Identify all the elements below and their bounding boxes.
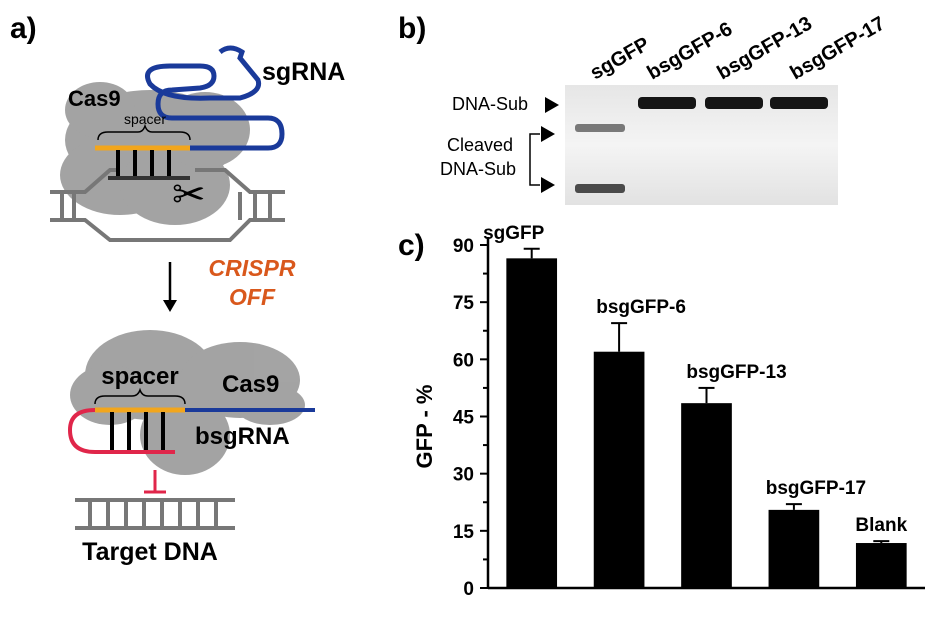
panel-a: a) (10, 12, 345, 566)
panel-b: b) sgGFP bsgGFP-6 bsgGFP-13 bsgGFP-17 DN… (398, 12, 889, 205)
band-bsggfp-17 (770, 97, 828, 109)
y-tick-label: 30 (453, 465, 474, 486)
y-tick-label: 90 (453, 236, 474, 257)
target-dna-label: Target DNA (82, 538, 218, 566)
cleaved-label-line2: DNA-Sub (440, 159, 516, 179)
transition-arrow (163, 262, 177, 312)
y-tick-label: 75 (453, 293, 475, 314)
base-pairs-bottom (110, 412, 165, 450)
cas9-label-bottom: Cas9 (222, 371, 279, 398)
panel-b-letter: b) (398, 12, 426, 45)
bar-label: sgGFP (483, 223, 545, 244)
dna-sub-label: DNA-Sub (452, 94, 528, 114)
sgrna-strand (145, 45, 285, 151)
band-sggfp-cleaved-top (575, 124, 625, 132)
bar (593, 351, 645, 588)
sgrna-label: sgRNA (262, 58, 345, 86)
band-bsggfp-13 (705, 97, 763, 109)
dna-sub-arrow (545, 97, 559, 113)
y-tick-label: 15 (453, 522, 475, 543)
y-axis-label: GFP - % (412, 385, 437, 469)
lane-label-sggfp: sgGFP (587, 33, 654, 84)
spacer-brace-bottom (94, 387, 186, 405)
y-tick-label: 0 (463, 579, 474, 600)
target-dna-top (50, 168, 285, 242)
bar (768, 509, 820, 588)
panel-a-letter: a) (10, 12, 37, 45)
bar (506, 258, 558, 588)
cleaved-arrow-bottom (541, 177, 555, 193)
spacer-label-top: spacer (124, 111, 166, 127)
spacer-brace-top (97, 123, 191, 141)
crispr-label: CRISPR (209, 255, 296, 281)
blocking-hairpin (67, 408, 175, 454)
bar-label: Blank (855, 515, 907, 536)
cas9-label-top: Cas9 (68, 86, 121, 111)
bar (855, 543, 907, 588)
cleaved-arrow-top (541, 126, 555, 142)
spacer-label-bottom: spacer (101, 363, 178, 390)
inhibition-icon (144, 470, 166, 494)
band-bsggfp-6 (638, 97, 696, 109)
bar-label: bsgGFP-17 (766, 478, 866, 499)
lane-labels: sgGFP bsgGFP-6 bsgGFP-13 bsgGFP-17 (587, 12, 889, 84)
bsgrna-label: bsgRNA (195, 423, 290, 450)
panel-c-letter: c) (398, 229, 425, 262)
bar-label: bsgGFP-6 (596, 297, 686, 318)
cas9-sgrna-complex: spacer Cas9 sgRNA ✂ (50, 45, 345, 242)
cas9-bsgrna-complex: spacer Cas9 bsgRNA Target DNA (67, 330, 315, 566)
y-tick-label: 60 (453, 350, 474, 371)
cleaved-bracket (529, 133, 540, 186)
gel-bands (575, 97, 828, 193)
scissors-icon: ✂ (172, 173, 206, 217)
bar (681, 403, 732, 588)
target-dna-bottom (75, 498, 235, 530)
cleaved-label-line1: Cleaved (447, 135, 513, 155)
base-pairs-top (116, 150, 171, 178)
y-tick-label: 45 (453, 408, 475, 429)
off-label: OFF (229, 284, 276, 310)
band-sggfp-cleaved-bottom (575, 184, 625, 193)
bar-label: bsgGFP-13 (686, 362, 786, 383)
